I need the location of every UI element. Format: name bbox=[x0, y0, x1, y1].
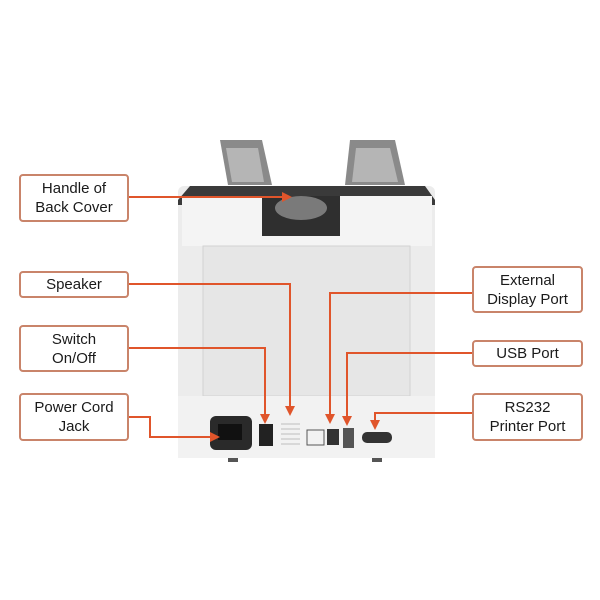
label-handle: Handle of Back Cover bbox=[19, 174, 129, 222]
label-usb: USB Port bbox=[472, 340, 583, 367]
note-tray-left bbox=[220, 140, 272, 185]
label-power: Power Cord Jack bbox=[19, 393, 129, 441]
label-speaker: Speaker bbox=[19, 271, 129, 298]
rs232-port bbox=[362, 432, 392, 443]
label-switch: Switch On/Off bbox=[19, 325, 129, 372]
speaker-grille bbox=[281, 423, 300, 445]
usb-port bbox=[343, 428, 354, 448]
blank-port bbox=[306, 429, 325, 446]
power-switch bbox=[259, 424, 273, 446]
external-display-port bbox=[327, 429, 339, 445]
callout-lines bbox=[129, 192, 472, 442]
label-external-display: External Display Port bbox=[472, 266, 583, 313]
note-tray-right bbox=[345, 140, 405, 185]
label-rs232: RS232 Printer Port bbox=[472, 393, 583, 441]
